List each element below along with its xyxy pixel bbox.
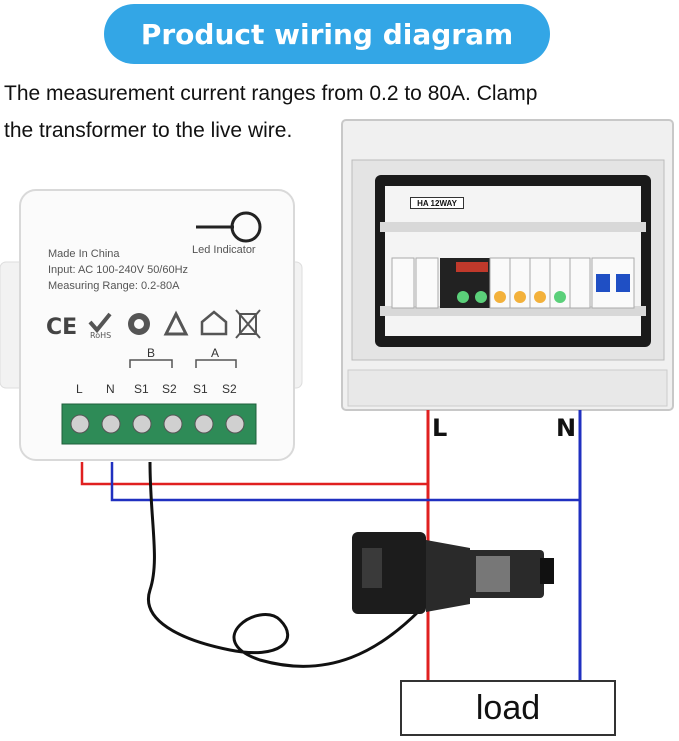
title-text: Product wiring diagram: [140, 17, 514, 51]
svg-text:RoHS: RoHS: [90, 331, 111, 340]
description-line-2: the transformer to the live wire.: [4, 119, 293, 142]
module-made-in: Made In China: [48, 248, 120, 260]
smart-meter-module: CE RoHS: [0, 189, 303, 461]
title-banner: Product wiring diagram: [104, 4, 550, 64]
distribution-panel: [341, 119, 674, 411]
led-indicator-label: Led Indicator: [192, 244, 256, 256]
current-transformer-clamp: [352, 532, 554, 614]
terminal-label-a-s1: S1: [193, 382, 208, 396]
group-a-label: A: [211, 346, 220, 360]
terminal-label-l: L: [76, 382, 83, 396]
module-input-rating: Input: AC 100-240V 50/60Hz: [48, 264, 189, 276]
terminal-label-a-s2: S2: [222, 382, 237, 396]
description-line-1: The measurement current ranges from 0.2 …: [4, 82, 538, 105]
terminal-label-n: N: [106, 382, 115, 396]
group-b-label: B: [147, 346, 156, 360]
svg-text:CE: CE: [46, 315, 77, 340]
module-measuring-range: Measuring Range: 0.2-80A: [48, 280, 180, 292]
load-label: load: [475, 688, 541, 727]
terminal-label-b-s2: S2: [162, 382, 177, 396]
neutral-wire-label: N: [556, 414, 577, 442]
neutral-wire: [110, 410, 582, 680]
sensor-cable: [147, 461, 422, 668]
panel-label: HA 12WAY: [410, 197, 464, 209]
terminal-label-b-s1: S1: [134, 382, 149, 396]
live-wire-label: L: [432, 414, 448, 442]
load-box: load: [400, 680, 616, 736]
